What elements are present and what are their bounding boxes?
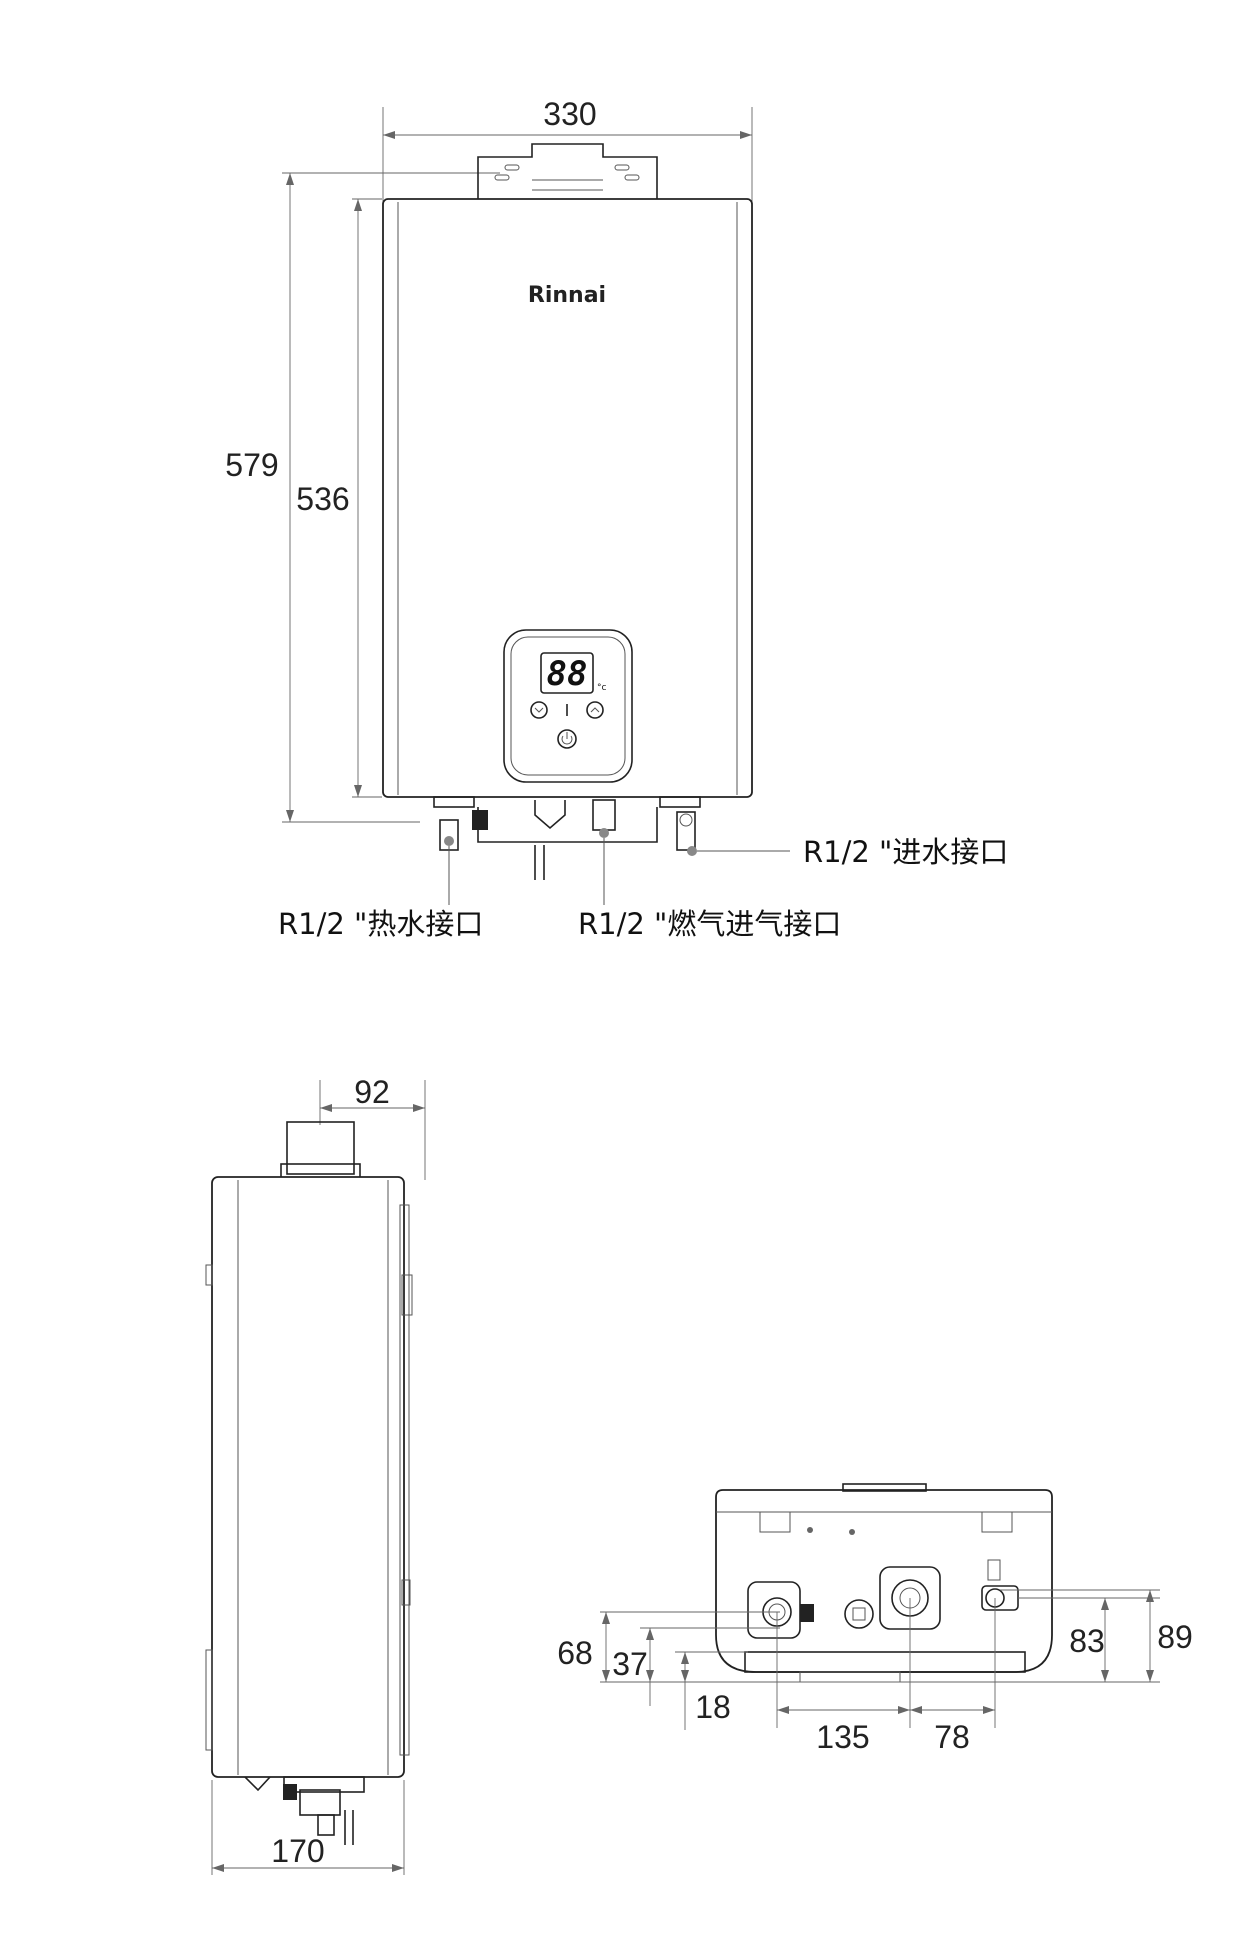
arrow-icon [646,1670,654,1682]
side-latch [401,1579,411,1606]
wall-spacer [205,1264,213,1286]
temp-down-button[interactable] [530,701,548,719]
bottom-view: 68 37 18 135 78 83 89 [557,1483,1193,1755]
bottom-foot [433,796,475,808]
arrow-icon [777,1706,789,1714]
label-hot-water: R1/2 "热水接口 [278,907,483,941]
temperature-display [540,652,594,694]
arrow-icon [740,131,752,139]
dim-18: 18 [695,1689,731,1725]
dim-width-330: 330 [543,96,596,132]
arrow-icon [1146,1590,1154,1602]
gas-port [599,828,609,838]
power-icon [561,732,573,745]
gas-valve-body [534,800,566,830]
side-latch [401,1274,413,1316]
heater-body-bottom [715,1489,1053,1673]
drain-plug [844,1599,874,1629]
dim-89: 89 [1157,1619,1193,1655]
arrow-icon [286,810,294,822]
label-water-inlet: R1/2 "进水接口 [803,835,1008,869]
power-button[interactable] [557,729,577,749]
fitting-side [317,1814,335,1836]
display-digits: 88 [547,654,588,694]
gas-fitting [592,799,616,831]
arrow-icon [910,1706,922,1714]
arrow-icon [354,785,362,797]
wall-spacer [205,1649,213,1751]
bottom-plate [477,807,658,843]
mounting-bracket [477,143,658,200]
water-inlet-port [687,846,697,856]
flue-outlet [286,1121,355,1175]
screw-hole [849,1529,855,1535]
water-inlet-fitting [676,811,696,851]
arrow-icon [212,1864,224,1872]
bracket-slot [504,164,520,171]
flue-bottom-edge [842,1483,927,1492]
bracket-clip [759,1512,791,1533]
arrow-icon [392,1864,404,1872]
base-tab [799,1671,901,1683]
dim-body-height-536: 536 [296,481,349,517]
arrow-icon [1101,1598,1109,1610]
front-view: 330 579 536 Rinnai 88 °c [225,96,1008,941]
chevron-down-icon [534,707,544,713]
control-panel [503,629,633,783]
heater-body-front [382,198,753,798]
brand-logo: Rinnai [528,283,606,308]
screw-hole [807,1527,813,1533]
dim-flue-depth-92: 92 [354,1074,390,1110]
heater-body-side [211,1176,405,1778]
bracket-slot [624,174,640,181]
valve-knob [472,810,488,830]
dim-total-height-579: 579 [225,447,278,483]
temp-up-button[interactable] [586,701,604,719]
drain-square [852,1607,866,1621]
arrow-icon [354,199,362,211]
arrow-icon [286,173,294,185]
arrow-icon [320,1104,332,1112]
chevron-up-icon [590,707,600,713]
dim-78: 78 [934,1719,970,1755]
arrow-icon [1101,1670,1109,1682]
valve-knob-side [283,1784,297,1800]
bracket-slot [494,174,510,181]
arrow-icon [646,1628,654,1640]
water-inlet-tab [987,1559,1001,1581]
arrow-icon [602,1670,610,1682]
flue-collar-side [280,1163,361,1179]
bottom-foot [659,796,701,808]
arrow-icon [413,1104,425,1112]
front-cover-edge [399,1204,410,1756]
valve-body-side [299,1789,341,1816]
arrow-icon [1146,1670,1154,1682]
bracket-clip [981,1512,1013,1533]
bottom-vent [244,1776,271,1792]
arrow-icon [383,131,395,139]
arrow-icon [681,1652,689,1664]
water-inlet-nut [679,813,693,827]
bracket-slot [614,164,630,171]
valve-knob-bottom [800,1604,814,1622]
dim-37: 37 [612,1646,648,1682]
display-unit: °c [597,683,607,693]
label-gas-inlet: R1/2 "燃气进气接口 [578,907,841,941]
arrow-icon [898,1706,910,1714]
dim-68: 68 [557,1635,593,1671]
hot-water-port [444,836,454,846]
arrow-icon [983,1706,995,1714]
dim-depth-170: 170 [271,1833,324,1869]
arrow-icon [681,1670,689,1682]
side-view: 92 170 [205,1074,426,1875]
arrow-icon [602,1612,610,1624]
dim-135: 135 [816,1719,869,1755]
control-panel-inner [510,636,626,776]
dim-83: 83 [1069,1623,1105,1659]
